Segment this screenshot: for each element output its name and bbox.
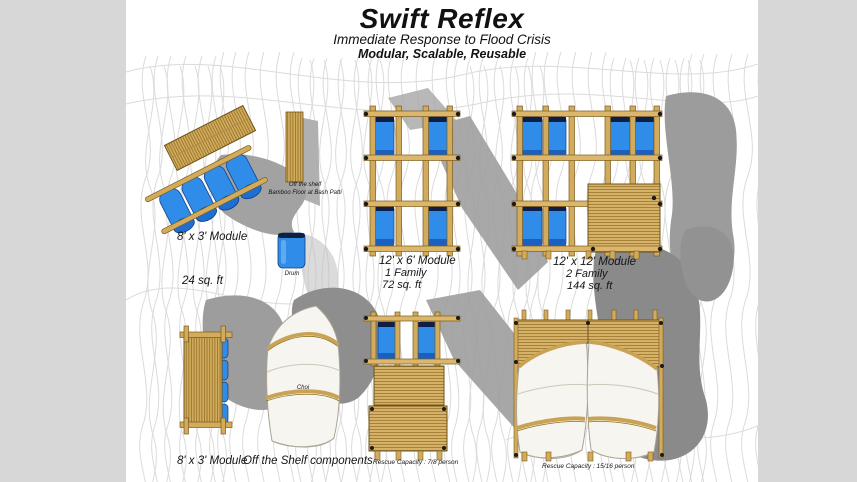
module-12x12-drawing [511,105,663,260]
board-graphics [126,0,758,482]
title-block: Swift Reflex Immediate Response to Flood… [126,4,758,62]
label-family-1: 1 Family [385,267,427,279]
module-8x3-plan [179,325,233,435]
off-shelf-bamboo-panel [285,111,304,183]
rescue-module-mid [363,311,461,461]
connectors-12x6 [363,111,461,252]
drums-12x12 [520,116,655,247]
rails-mid [363,315,461,365]
label-rescue-right: Rescue Capacity : 15/16 person [542,463,635,470]
bamboo-floor-panel-iso [163,104,257,172]
feet-right [521,451,654,462]
label-off-shelf-line1: Off the shelf [288,182,322,188]
drums-12x6 [372,116,450,247]
module-8x3-exploded [145,104,268,235]
label-family-2: 2 Family [566,268,608,280]
page-tagline: Modular, Scalable, Reusable [357,47,527,62]
deck-1 [373,365,445,406]
page-title: Swift Reflex [359,3,525,34]
plan-frame [179,325,233,435]
label-off-shelf-line2: Bamboo Floor at Bash Patti [268,190,342,196]
label-rescue-mid: Rescue Capacity : 7/8 person [373,459,459,466]
single-drum [277,232,306,269]
poles-mid [370,311,441,367]
label-area-24: 24 sq. ft [182,275,223,287]
poles-12x12 [516,105,660,257]
feet-mid [374,450,443,461]
deck-2 [368,405,448,452]
page-subtitle: Immediate Response to Flood Crisis [333,32,551,48]
label-area-72: 72 sq. ft [382,279,422,291]
label-module-12x12: 12' x 12' Module [553,256,637,268]
drums-mid [377,321,438,361]
poles-12x6 [369,105,453,257]
bamboo-mat-12x12 [587,183,661,253]
canopy-right [586,340,660,459]
rescue-module-right [513,309,664,462]
shadow-rescue-right-b [680,226,734,302]
connectors-mid [364,316,460,450]
drum-raft-iso [145,145,268,235]
label-components: Off the Shelf components [243,455,373,467]
feet-12x12 [521,250,640,260]
label-module-8x3-top: 8' x 3' Module [177,231,248,243]
connectors-right [514,321,664,457]
connectors-12x12 [511,111,663,252]
module-12x6-drawing [363,105,461,257]
label-area-144: 144 sq. ft [567,280,613,292]
label-drum: Drum [284,271,300,277]
label-choi: Choi [296,385,310,391]
label-module-8x3-bottom: 8' x 3' Module [177,455,248,467]
choi-canopy [265,305,341,448]
shadow-plan-8x3 [202,295,287,411]
label-module-12x6: 12' x 6' Module [379,255,456,267]
presentation-board: Swift Reflex Immediate Response to Flood… [126,0,758,482]
canopy-left [516,340,589,459]
plan-floor [183,335,223,427]
